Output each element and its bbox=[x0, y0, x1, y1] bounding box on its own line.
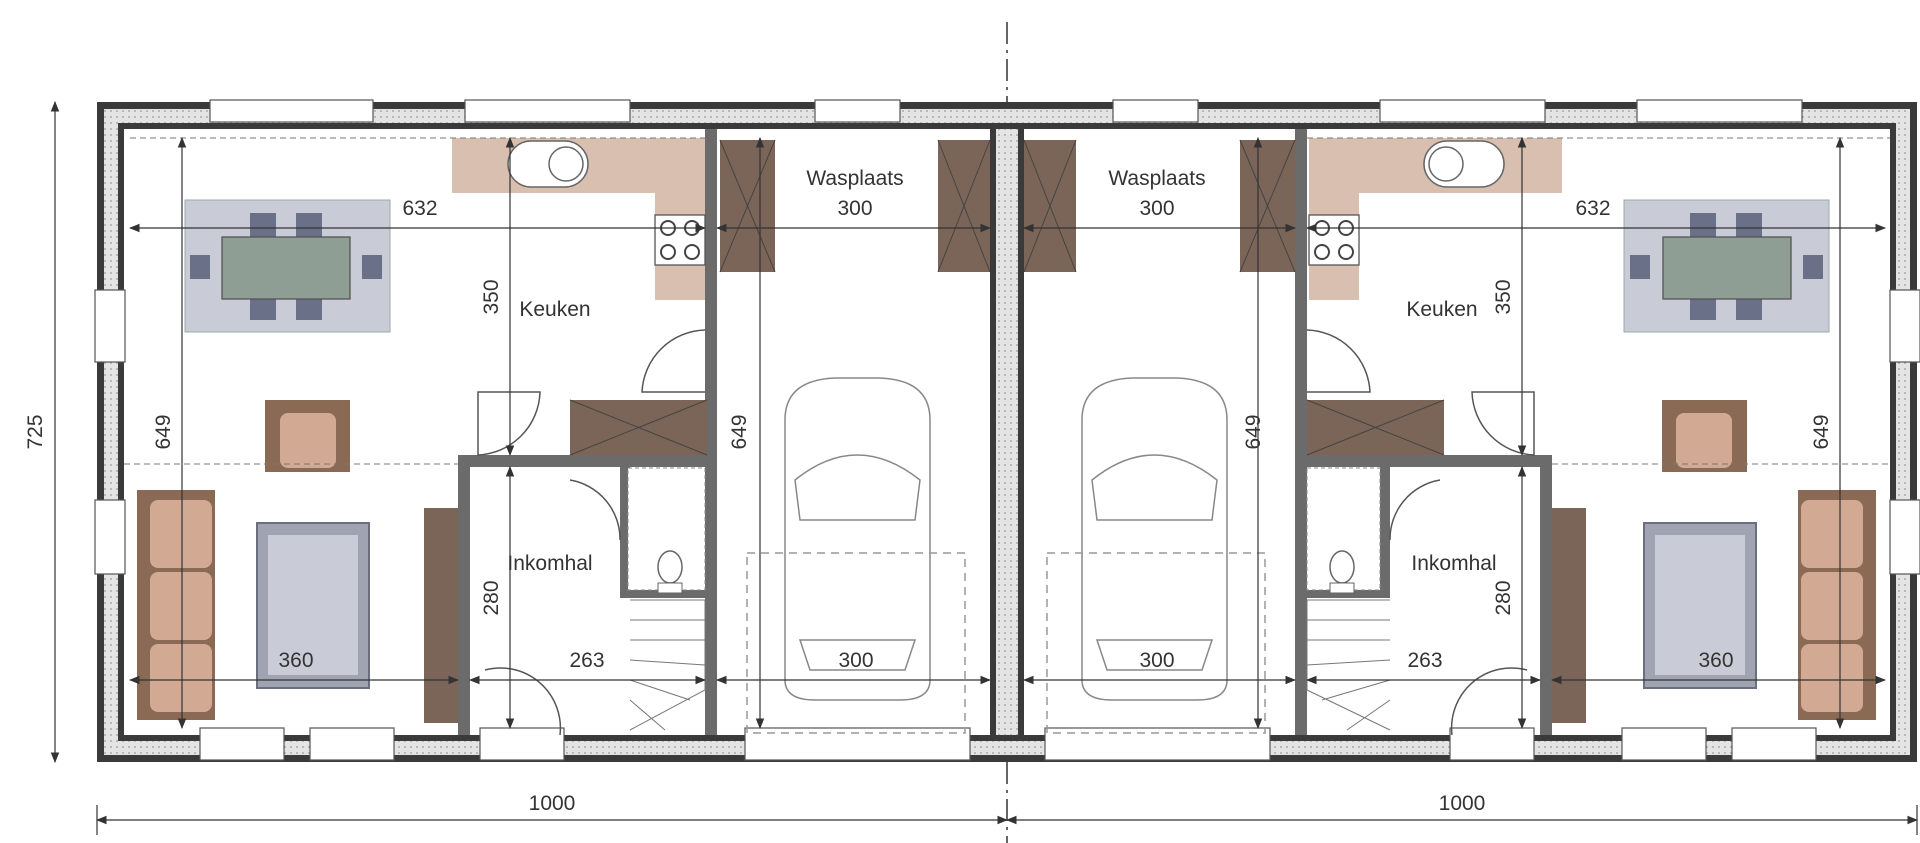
dim-overall-width-right: 1000 bbox=[1439, 792, 1486, 815]
dim-living-lower-1: 360 bbox=[278, 649, 313, 672]
dim-garage-width-2: 300 bbox=[1139, 649, 1174, 672]
sofa-unit-2 bbox=[1798, 490, 1876, 720]
dim-living-width-1: 632 bbox=[402, 197, 437, 220]
laundry-cabinets-unit-1 bbox=[719, 139, 991, 273]
toilet-unit-2 bbox=[1306, 467, 1381, 594]
dining-set-unit-1 bbox=[184, 199, 391, 333]
room-label-kitchen-1: Keuken bbox=[519, 298, 590, 321]
sofa-unit-1 bbox=[137, 490, 215, 720]
kitchen-counter-unit-1 bbox=[452, 138, 706, 300]
kitchen-counter-unit-2 bbox=[1308, 138, 1562, 300]
dim-garage-depth-1: 649 bbox=[728, 414, 751, 449]
armchair-unit-1 bbox=[265, 400, 350, 472]
dimension-lines bbox=[50, 100, 1919, 835]
dim-living-lower-2: 360 bbox=[1698, 649, 1733, 672]
car-unit-1 bbox=[746, 377, 966, 734]
dim-kitchen-depth-2: 350 bbox=[1492, 279, 1515, 314]
dim-hall-width-1: 263 bbox=[569, 649, 604, 672]
car-unit-2 bbox=[1046, 377, 1266, 734]
window-openings-top bbox=[209, 99, 1803, 123]
dim-hall-depth-1: 280 bbox=[480, 580, 503, 615]
armchair-unit-2 bbox=[1662, 400, 1747, 472]
dim-garage-depth-2: 649 bbox=[1242, 414, 1265, 449]
dim-living-width-2: 632 bbox=[1575, 197, 1610, 220]
room-label-hall-2: Inkomhal bbox=[1411, 552, 1496, 575]
cabinet-unit-1 bbox=[424, 399, 708, 723]
dim-hall-depth-2: 280 bbox=[1492, 580, 1515, 615]
room-label-laundry-2: Wasplaats bbox=[1108, 167, 1205, 190]
cabinet-unit-2 bbox=[1306, 399, 1586, 723]
laundry-cabinets-unit-2 bbox=[1023, 139, 1296, 273]
dim-living-depth-1: 649 bbox=[152, 414, 175, 449]
room-label-kitchen-2: Keuken bbox=[1406, 298, 1477, 321]
door-swings-unit-2 bbox=[1306, 329, 1535, 736]
window-openings-side bbox=[94, 289, 1920, 575]
interior-walls-unit-2 bbox=[1295, 129, 1552, 735]
dim-kitchen-depth-1: 350 bbox=[480, 279, 503, 314]
dim-overall-width-left: 1000 bbox=[529, 792, 576, 815]
dim-laundry-width-1: 300 bbox=[837, 197, 872, 220]
dim-living-depth-2: 649 bbox=[1810, 414, 1833, 449]
toilet-unit-1 bbox=[627, 467, 706, 594]
dim-garage-width-1: 300 bbox=[838, 649, 873, 672]
room-label-hall-1: Inkomhal bbox=[507, 552, 592, 575]
dining-set-unit-2 bbox=[1623, 199, 1830, 333]
interior-walls-unit-1 bbox=[458, 129, 717, 735]
dim-laundry-width-2: 300 bbox=[1139, 197, 1174, 220]
room-label-laundry-1: Wasplaats bbox=[806, 167, 903, 190]
dim-overall-depth: 725 bbox=[24, 414, 47, 449]
dim-hall-width-2: 263 bbox=[1407, 649, 1442, 672]
